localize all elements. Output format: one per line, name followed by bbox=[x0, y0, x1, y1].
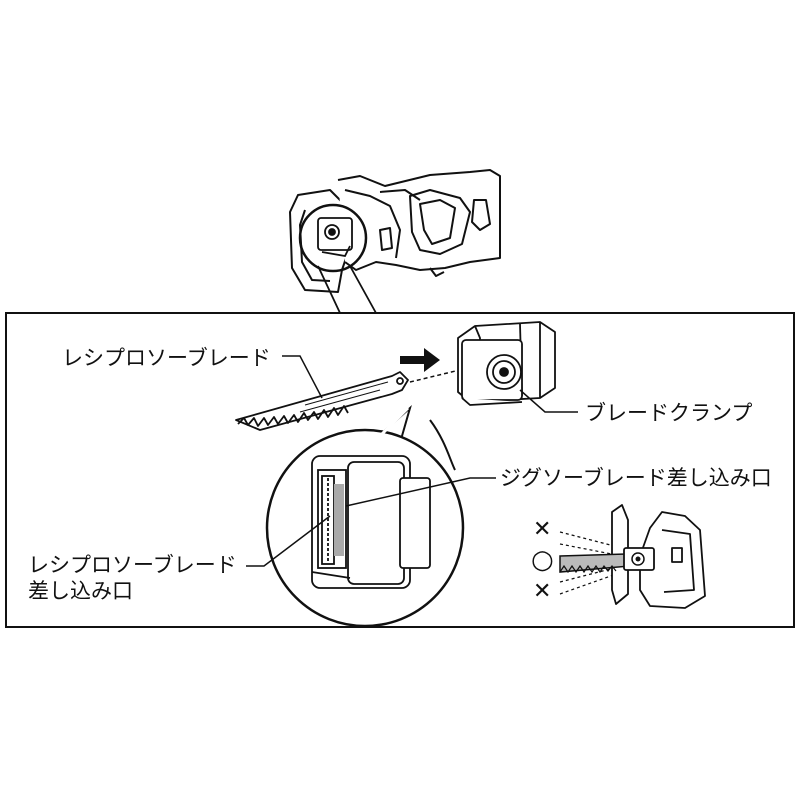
reciprocating-blade-illustration bbox=[235, 371, 409, 431]
leader-jigsaw-slot bbox=[345, 477, 496, 507]
saw-tool-body bbox=[289, 169, 501, 293]
magnify-circle bbox=[298, 203, 368, 273]
label-blade-clamp: ブレードクランプ bbox=[585, 401, 753, 425]
callout-lines bbox=[317, 265, 377, 314]
leader-clamp bbox=[519, 389, 578, 413]
detail-frame bbox=[5, 312, 795, 628]
insert-arrow bbox=[400, 348, 440, 372]
label-recip-slot-line1: レシプロソーブレード bbox=[28, 553, 237, 577]
orientation-check bbox=[559, 504, 706, 609]
blade-clamp-illustration bbox=[457, 321, 556, 406]
wrong-mark-bottom: ✕ bbox=[533, 579, 552, 604]
label-recip-slot-line2: 差し込み口 bbox=[28, 579, 133, 603]
label-jigsaw-slot: ジグソーブレード差し込み口 bbox=[500, 466, 772, 490]
slot-closeup bbox=[311, 455, 431, 589]
top-clamp-detail bbox=[317, 217, 353, 258]
leader-recip-slot bbox=[246, 515, 331, 567]
label-reciprocating-blade: レシプロソーブレード bbox=[62, 346, 271, 370]
wrong-mark-top: ✕ bbox=[533, 517, 552, 542]
correct-mark: ○ bbox=[531, 545, 554, 575]
leader-blade bbox=[282, 355, 323, 399]
